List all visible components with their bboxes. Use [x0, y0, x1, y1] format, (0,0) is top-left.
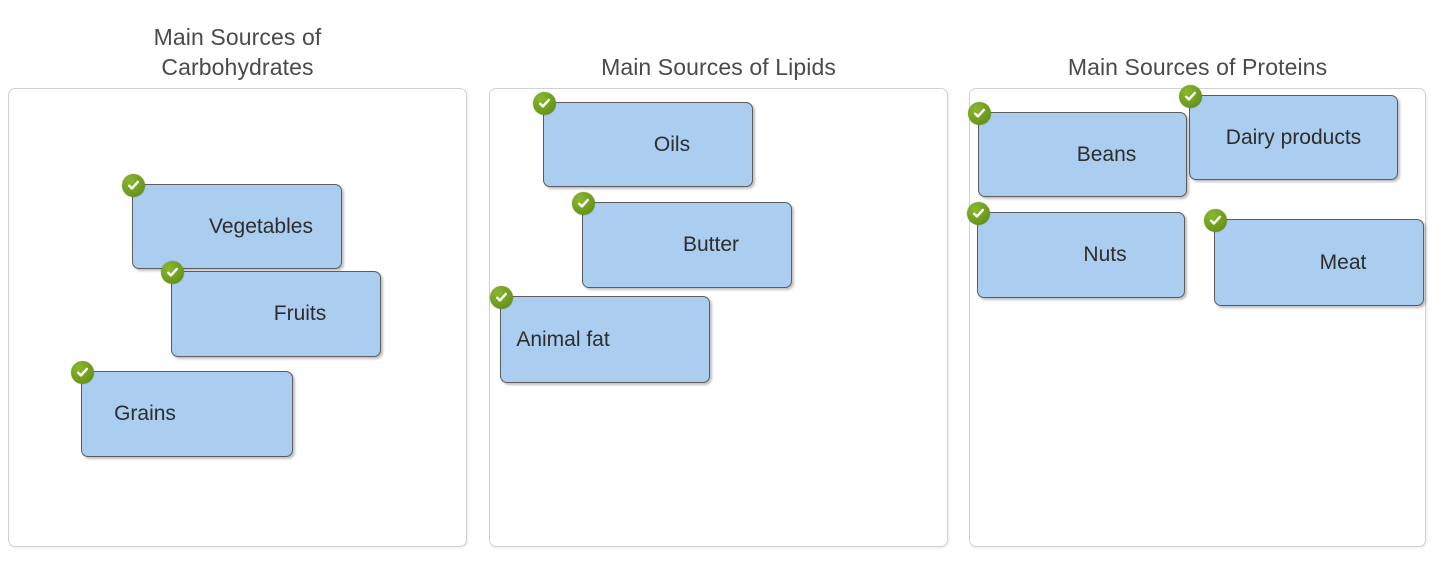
draggable-card[interactable]: Animal fat [490, 286, 710, 383]
draggable-card[interactable]: Dairy products [1179, 85, 1398, 180]
card-label: Oils [653, 132, 691, 156]
draggable-card[interactable]: Grains [71, 361, 293, 457]
card-label: Fruits [273, 302, 327, 325]
draggable-card[interactable]: Nuts [967, 202, 1185, 298]
panel-title-proteins: Main Sources of Proteins [1067, 54, 1328, 80]
check-circle-icon[interactable] [968, 102, 991, 125]
panel-title-lipids: Main Sources of Lipids [601, 54, 836, 80]
check-circle-icon[interactable] [122, 174, 145, 197]
card-label: Meat [1319, 250, 1367, 274]
draggable-card[interactable]: Butter [572, 192, 792, 288]
check-circle-icon[interactable] [1179, 85, 1202, 108]
card-label: Nuts [1083, 243, 1127, 266]
check-circle-icon[interactable] [572, 192, 595, 215]
card-label: Butter [682, 233, 740, 256]
draggable-card[interactable]: Beans [968, 102, 1187, 197]
draggable-card[interactable]: Fruits [161, 261, 381, 357]
check-circle-icon[interactable] [967, 202, 990, 225]
check-circle-icon[interactable] [1204, 209, 1227, 232]
card-label: Animal fat [516, 327, 610, 351]
card-label: Grains [114, 402, 176, 425]
card-label: Dairy products [1225, 125, 1362, 149]
draggable-card[interactable]: Vegetables [122, 174, 342, 269]
check-circle-icon[interactable] [161, 261, 184, 284]
card-label: Vegetables [209, 214, 313, 238]
draggable-card[interactable]: Oils [533, 92, 753, 187]
panel-title-carbohydrates: Main Sources of Carbohydrates [153, 24, 322, 80]
card-label: Beans [1076, 142, 1137, 166]
draggable-card[interactable]: Meat [1204, 209, 1424, 306]
check-circle-icon[interactable] [71, 361, 94, 384]
check-circle-icon[interactable] [490, 286, 513, 309]
check-circle-icon[interactable] [533, 92, 556, 115]
